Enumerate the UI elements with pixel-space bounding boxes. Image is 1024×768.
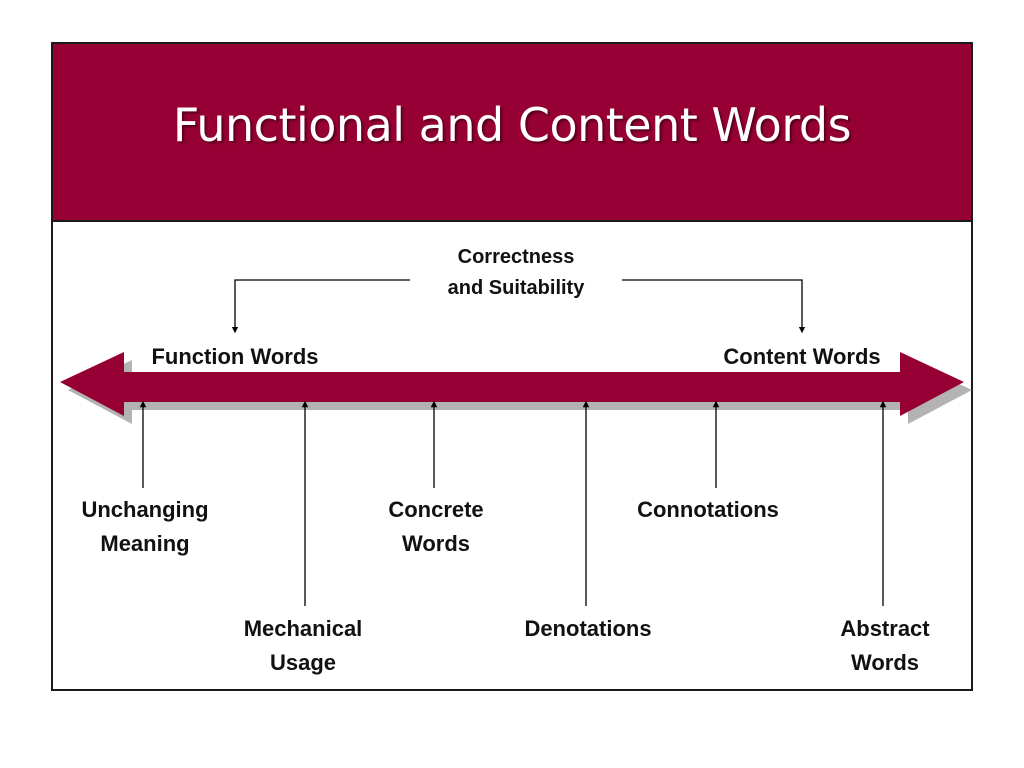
item-mechanical-usage-line-1: Mechanical	[244, 616, 363, 641]
item-abstract-words-line-1: Abstract	[840, 616, 930, 641]
slide-frame: Functional and Content Words	[51, 42, 973, 691]
title-bar: Functional and Content Words	[53, 44, 971, 222]
item-mechanical-usage-line-2: Usage	[270, 650, 336, 675]
top-connector-left-line	[231, 279, 410, 334]
item-denotations: Denotations	[524, 616, 651, 641]
item-concrete-words-line-2: Words	[402, 531, 470, 556]
item-unchanging-meaning-line-1: Unchanging	[81, 497, 208, 522]
top-connector	[231, 279, 806, 334]
top-connector-right-line	[622, 279, 806, 334]
function-words-label: Function Words	[151, 344, 318, 369]
top-label-line-2: and Suitability	[448, 277, 586, 299]
item-connotations: Connotations	[637, 497, 779, 522]
content-words-label: Content Words	[723, 344, 880, 369]
item-unchanging-meaning-line-2: Meaning	[100, 531, 189, 556]
slide-title: Functional and Content Words	[172, 98, 852, 152]
spectrum-arrow	[60, 352, 964, 416]
top-label-line-1: Correctness	[458, 246, 575, 268]
item-abstract-words-line-2: Words	[851, 650, 919, 675]
item-concrete-words-line-1: Concrete	[388, 497, 483, 522]
